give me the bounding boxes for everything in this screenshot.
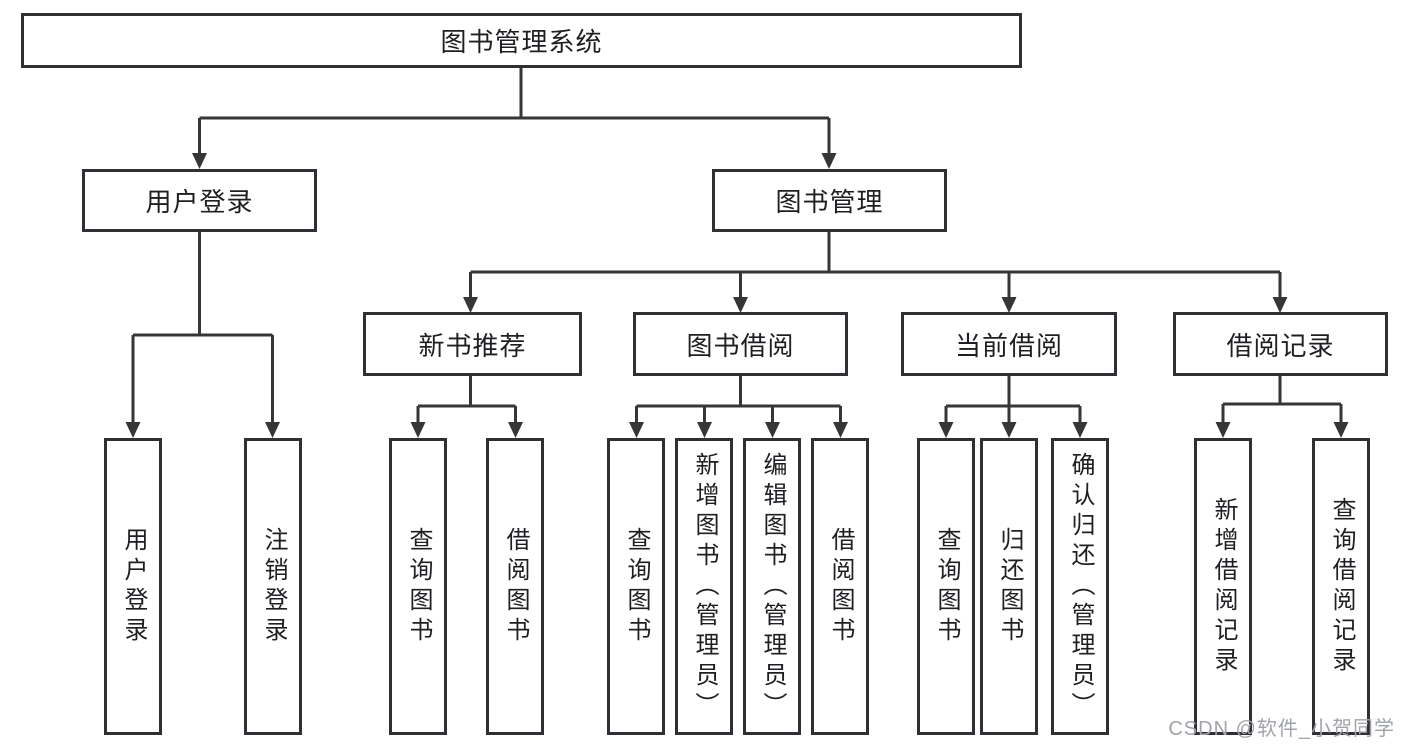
leaf-query-books-recommend: 查询图书 [389, 438, 447, 735]
branch-borrowing-records [1221, 376, 1343, 423]
arrowhead-icon [463, 297, 478, 313]
leaf-logout: 注销登录 [244, 438, 302, 735]
node-user-login: 用户登录 [82, 169, 317, 232]
arrowhead-icon [192, 153, 207, 169]
branch-book-borrowing [635, 376, 842, 423]
leaf-borrow-books-recommend: 借阅图书 [486, 438, 544, 735]
arrowhead-icon [1001, 422, 1017, 438]
branch-user-login [131, 232, 274, 423]
leaf-return-books: 归还图书 [980, 438, 1038, 735]
arrowhead-icon [733, 297, 748, 313]
arrowhead-icon [1215, 422, 1231, 438]
branch-new-book-recommendation [416, 376, 517, 423]
leaf-edit-book-admin: 编辑图书（管理员） [743, 438, 801, 735]
arrowhead-icon [265, 422, 280, 438]
arrowhead-icon [508, 422, 523, 438]
branch-root [198, 68, 831, 154]
arrowhead-icon [938, 422, 954, 438]
node-book-management: 图书管理 [712, 169, 947, 232]
arrowhead-icon [410, 422, 426, 438]
node-new-book-recommendation: 新书推荐 [363, 312, 582, 376]
node-book-borrowing: 图书借阅 [633, 312, 848, 376]
arrowhead-icon [629, 422, 644, 438]
arrowhead-icon [1272, 297, 1288, 313]
leaf-confirm-return-admin: 确认归还（管理员） [1051, 438, 1109, 735]
arrowhead-icon [833, 422, 848, 438]
arrowhead-icon [765, 422, 780, 438]
arrowhead-icon [1333, 422, 1349, 438]
leaf-add-book-admin: 新增图书（管理员） [675, 438, 733, 735]
arrowheads [125, 153, 1349, 438]
branch-current-borrowing [944, 376, 1082, 423]
csdn-watermark: CSDN @软件_小贺同学 [1168, 718, 1395, 740]
node-current-borrowing: 当前借阅 [901, 312, 1117, 376]
leaf-add-borrow-record: 新增借阅记录 [1194, 438, 1252, 735]
leaf-query-borrow-record: 查询借阅记录 [1312, 438, 1370, 735]
arrowhead-icon [697, 422, 712, 438]
arrowhead-icon [1001, 297, 1017, 313]
leaf-query-books-borrowing: 查询图书 [607, 438, 665, 735]
arrowhead-icon [125, 422, 141, 438]
arrowhead-icon [821, 153, 837, 169]
arrowhead-icon [1072, 422, 1088, 438]
branch-book-management [469, 232, 1282, 298]
leaf-query-books-current: 查询图书 [917, 438, 975, 735]
node-borrowing-records: 借阅记录 [1173, 312, 1388, 376]
node-root: 图书管理系统 [21, 13, 1022, 68]
leaf-borrow-books-borrowing: 借阅图书 [811, 438, 869, 735]
leaf-user-login: 用户登录 [104, 438, 162, 735]
